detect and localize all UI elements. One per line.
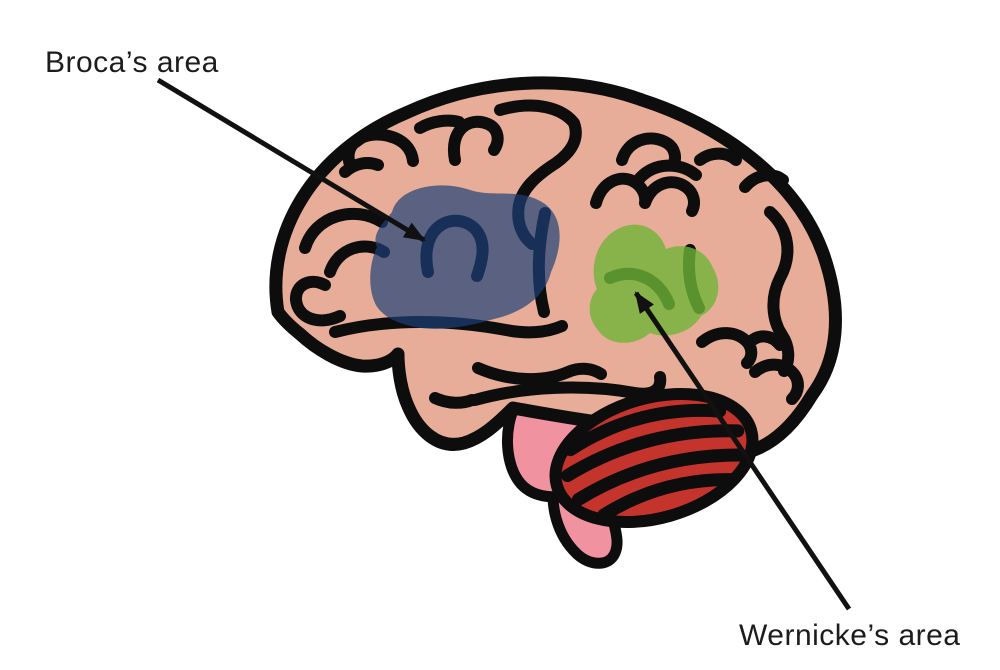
- cerebellum: [549, 387, 759, 529]
- wernicke-label: Wernicke’s area: [739, 619, 960, 652]
- broca-arrow: [156, 77, 426, 243]
- wernicke-arrow: [633, 291, 852, 611]
- wernicke-area-highlight: [589, 224, 719, 343]
- broca-area-highlight: [370, 185, 560, 329]
- cerebellum-folds: [560, 403, 748, 522]
- broca-label: Broca’s area: [45, 46, 219, 79]
